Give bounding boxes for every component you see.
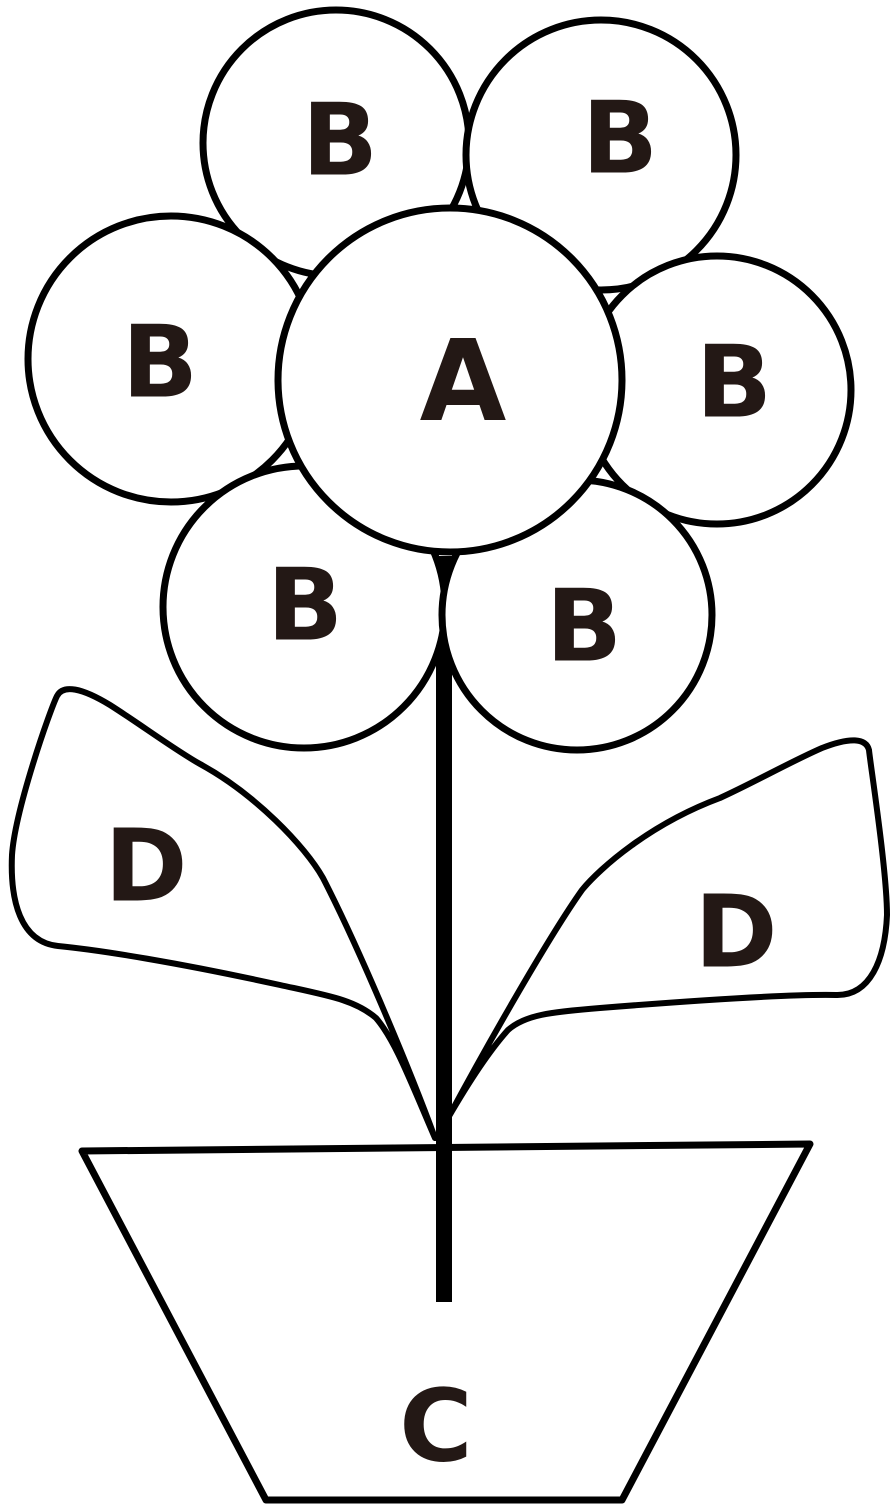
petal-label: B [696,324,772,441]
flower-center: A [278,208,622,552]
petal-label: B [122,304,198,421]
leaf-left-shape [12,689,435,1138]
petal-label: B [546,568,622,685]
leaf-left-label: D [104,808,187,925]
flower-center-label: A [420,317,507,447]
leaf-right: D [448,740,887,1118]
leaf-right-shape [448,740,887,1118]
leaf-right-label: D [694,874,777,991]
petal-label: B [302,82,378,199]
petal: B [28,216,314,502]
petal-label: B [267,547,343,664]
petal-label: B [582,80,658,197]
leaf-left: D [12,689,435,1138]
pot-label: C [399,1368,472,1485]
